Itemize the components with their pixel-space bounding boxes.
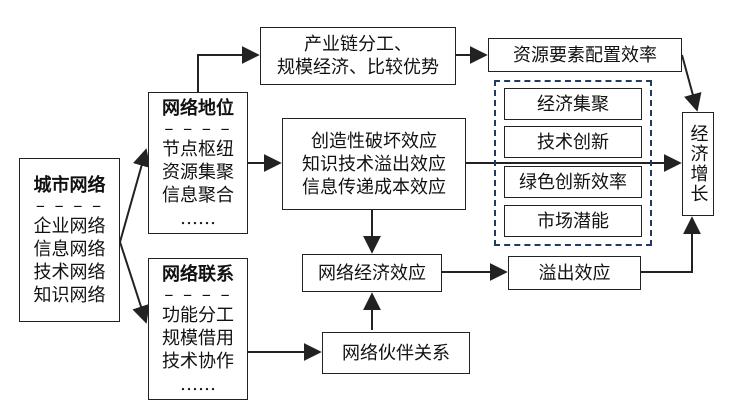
mechanism-box: 市场潜能 [504, 205, 642, 237]
mechanism-label: 市场潜能 [537, 210, 609, 232]
network-partnership-box: 网络伙伴关系 [322, 332, 470, 374]
industry-chain-line: 产业链分工、 [304, 34, 412, 55]
resource-allocation-box: 资源要素配置效率 [488, 38, 682, 72]
economic-growth-box: 经济增长 [682, 112, 714, 216]
network-linkage-item: 技术协作 [162, 350, 234, 372]
network-linkage-item: …… [180, 373, 216, 395]
network-linkage-item: 功能分工 [162, 304, 234, 326]
mechanisms-group [494, 80, 652, 246]
city-network-title: 城市网络 [33, 174, 106, 196]
network-position-divider: – – – – [164, 117, 232, 139]
city-network-item: 信息网络 [33, 238, 106, 260]
city-network-box: 城市网络 – – – – 企业网络 信息网络 技术网络 知识网络 [19, 158, 120, 322]
network-position-box: 网络地位 – – – – 节点枢纽 资源集聚 信息聚合 …… [148, 92, 248, 234]
mechanism-box: 绿色创新效率 [504, 166, 642, 198]
arrow-resource-to-growth [681, 54, 702, 112]
network-partnership-label: 网络伙伴关系 [342, 342, 450, 364]
network-position-item: 节点枢纽 [162, 138, 234, 160]
network-position-title: 网络地位 [162, 97, 234, 119]
network-position-item: 信息聚合 [162, 184, 234, 206]
city-network-item: 知识网络 [33, 284, 106, 306]
creative-effects-line: 信息传递成本效应 [302, 176, 446, 198]
network-linkage-box: 网络联系 – – – – 功能分工 规模借用 技术协作 …… [148, 258, 248, 400]
arrow-city-to-linkage [119, 241, 150, 324]
creative-effects-line: 知识技术溢出效应 [302, 153, 446, 175]
network-linkage-item: 规模借用 [162, 327, 234, 349]
network-position-item: …… [180, 207, 216, 229]
mechanism-label: 技术创新 [537, 131, 609, 153]
creative-effects-box: 创造性破坏效应 知识技术溢出效应 信息传递成本效应 [282, 118, 466, 210]
spillover-effect-box: 溢出效应 [508, 256, 641, 290]
arrow-spillover-to-growth [641, 216, 701, 273]
spillover-effect-label: 溢出效应 [538, 262, 611, 284]
network-economy-effect-label: 网络经济效应 [318, 262, 426, 284]
network-linkage-title: 网络联系 [162, 263, 234, 285]
city-network-item: 技术网络 [33, 261, 106, 283]
mechanism-box: 经济集聚 [504, 88, 642, 120]
city-network-item: 企业网络 [33, 215, 106, 237]
resource-allocation-label: 资源要素配置效率 [513, 44, 657, 66]
arrow-city-to-position [119, 148, 151, 243]
economic-growth-label: 经济增长 [687, 124, 709, 204]
city-network-divider: – – – – [35, 194, 104, 216]
industry-chain-box: 产业链分工、 规模经济、比较优势 [260, 27, 456, 85]
network-economy-effect-box: 网络经济效应 [302, 254, 442, 292]
network-position-item: 资源集聚 [162, 161, 234, 183]
creative-effects-line: 创造性破坏效应 [311, 130, 437, 152]
network-linkage-divider: – – – – [164, 283, 232, 305]
arrow-position-to-chain [197, 46, 260, 92]
industry-chain-line: 规模经济、比较优势 [277, 57, 439, 78]
mechanism-box: 技术创新 [504, 126, 642, 158]
mechanism-label: 经济集聚 [537, 93, 609, 115]
mechanism-label: 绿色创新效率 [519, 171, 627, 193]
